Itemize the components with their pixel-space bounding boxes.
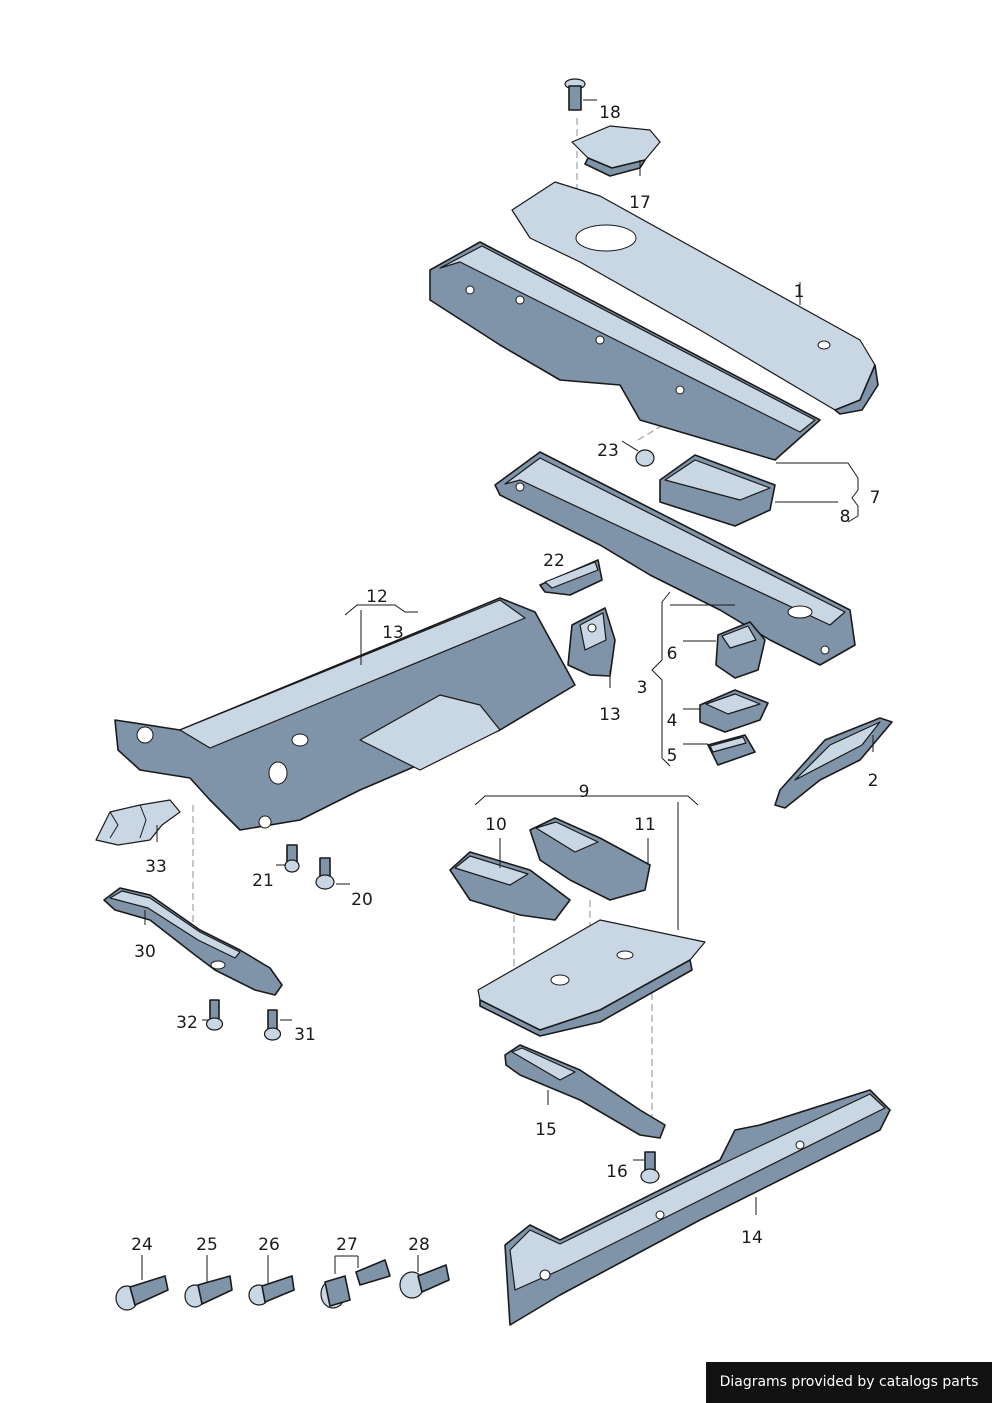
bracket-12 [344,604,418,616]
callout-28: 28 [408,1235,430,1255]
callout-14: 14 [741,1228,763,1248]
callout-32: 32 [176,1013,198,1033]
callout-5: 5 [667,746,678,766]
bracket-3 [651,591,671,767]
bulkhead-panel[interactable] [429,241,821,461]
part-12-front-cross-member[interactable] [114,597,576,831]
part-1-plenum-panel[interactable] [511,181,879,415]
callout-7: 7 [870,488,881,508]
watermark-banner: Diagrams provided by catalogs parts [706,1362,992,1403]
part-16-bolt[interactable] [633,1151,660,1184]
callout-15: 15 [535,1120,557,1140]
part-3-cross-member[interactable] [494,451,856,666]
part-14-side-sill[interactable] [504,1089,891,1326]
part-2-bracket[interactable] [774,717,893,809]
part-23-grommet[interactable] [621,440,655,467]
callout-8: 8 [840,507,851,527]
part-9-floor-panel[interactable] [477,919,706,1037]
callout-16: 16 [606,1162,628,1182]
part-25-clip[interactable] [184,1255,233,1308]
part-17-cover-plate[interactable] [571,125,661,177]
callout-3: 3 [637,678,648,698]
part-10-bracket[interactable] [449,838,571,921]
callout-31: 31 [294,1025,316,1045]
part-15-rail[interactable] [504,1044,666,1139]
part-30-support-bar[interactable] [103,887,283,996]
callout-26: 26 [258,1235,280,1255]
callout-25: 25 [196,1235,218,1255]
part-22-bracket[interactable] [539,559,603,596]
callout-18: 18 [599,103,621,123]
callout-30: 30 [134,942,156,962]
callout-2: 2 [868,771,879,791]
callout-4: 4 [667,711,678,731]
part-28-bolt[interactable] [399,1255,450,1299]
part-13-reinforcement[interactable] [567,607,616,688]
part-4-bracket[interactable] [683,689,769,733]
part-18-bolt[interactable] [564,78,597,111]
callout-20: 20 [351,890,373,910]
callout-22: 22 [543,551,565,571]
callout-11: 11 [634,815,656,835]
callout-13-right: 13 [599,705,621,725]
part-24-clip[interactable] [115,1255,169,1311]
part-8-bracket[interactable] [659,454,838,527]
callout-10: 10 [485,815,507,835]
callout-6: 6 [667,644,678,664]
callout-17: 17 [629,193,651,213]
part-5-bracket[interactable] [683,734,756,766]
callout-9: 9 [579,782,590,802]
part-26-screw[interactable] [248,1255,295,1306]
callout-21: 21 [252,871,274,891]
part-21-bolt[interactable] [276,844,300,873]
callout-27: 27 [336,1235,358,1255]
part-32-bolt[interactable] [202,999,224,1031]
callout-24: 24 [131,1235,153,1255]
part-27-nut[interactable] [320,1255,391,1309]
callout-23: 23 [597,441,619,461]
callout-13-front: 13 [382,623,404,643]
bracket-9 [474,795,699,806]
callout-1: 1 [794,282,805,302]
part-20-bolt[interactable] [315,857,350,890]
callout-33: 33 [145,857,167,877]
callout-12: 12 [366,587,388,607]
part-33-pad[interactable] [95,799,181,846]
alignment-line [637,424,664,441]
part-31-bolt[interactable] [263,1009,293,1041]
part-11-bracket[interactable] [529,817,651,901]
bracket-7 [776,462,859,523]
part-6-bracket[interactable] [683,621,766,679]
